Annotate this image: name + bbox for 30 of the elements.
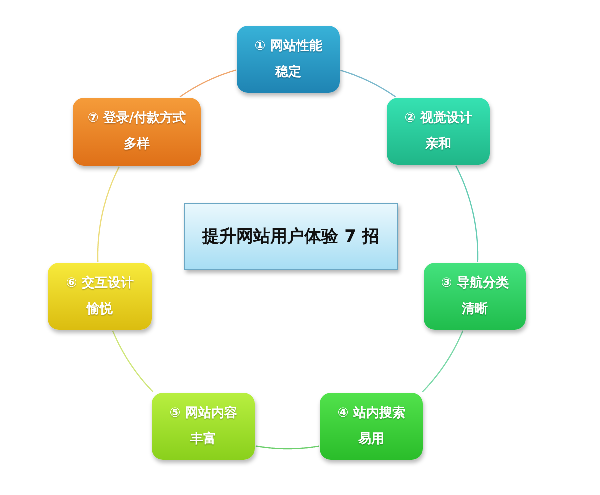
ring-arc: [180, 70, 237, 98]
step-quality: 亲和: [426, 136, 452, 152]
ring-arc: [256, 446, 320, 450]
step-box: [152, 393, 255, 460]
step-heading: ③ 导航分类: [441, 276, 509, 292]
step-quality: 愉悦: [87, 302, 113, 318]
step-heading: ④ 站内搜索: [338, 406, 406, 422]
step-box: [237, 26, 340, 93]
ring-arc: [422, 330, 464, 392]
step-quality: 丰富: [190, 432, 216, 448]
ring-arc: [456, 166, 479, 262]
step-box: [387, 98, 490, 165]
step-heading: ⑥ 交互设计: [66, 276, 134, 292]
step-box: [73, 98, 201, 166]
ring-arc: [112, 330, 154, 392]
step-heading: ⑦ 登录/付款方式: [88, 111, 186, 127]
title-text: 提升网站用户体验 7 招: [202, 226, 380, 248]
title-box: [184, 203, 398, 270]
step-box: [48, 263, 152, 330]
ring-arc: [340, 70, 396, 98]
step-heading: ⑤ 网站内容: [170, 406, 238, 422]
step-quality: 稳定: [276, 64, 302, 80]
step-quality: 易用: [358, 432, 384, 448]
step-quality: 清晰: [462, 302, 488, 318]
ring-arc: [97, 166, 120, 262]
step-box: [320, 393, 423, 460]
step-box: [424, 263, 526, 330]
step-quality: 多样: [124, 137, 150, 153]
step-heading: ② 视觉设计: [404, 110, 472, 126]
step-heading: ① 网站性能: [254, 38, 322, 54]
